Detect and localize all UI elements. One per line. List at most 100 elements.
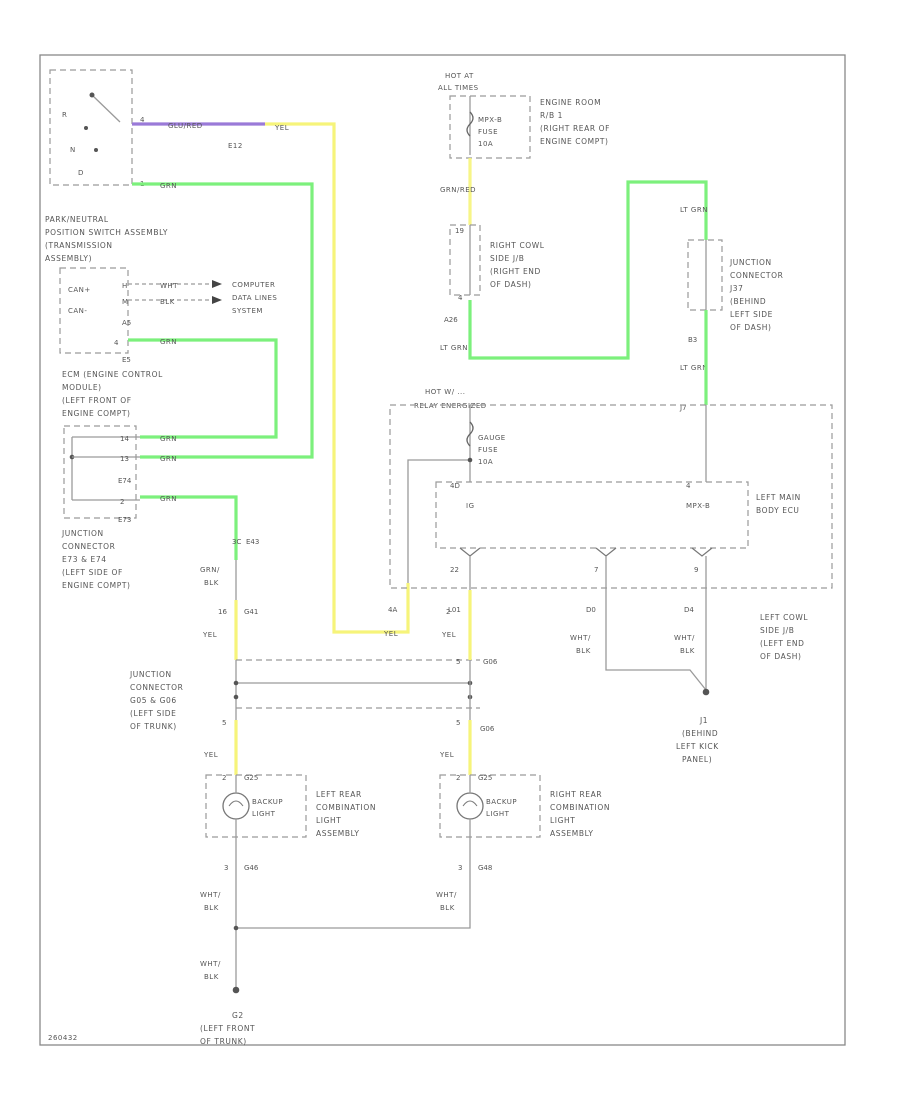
wire-ground-bus bbox=[235, 860, 471, 929]
svg-text:MODULE): MODULE) bbox=[62, 383, 102, 392]
svg-text:COMBINATION: COMBINATION bbox=[316, 803, 376, 812]
rcj-pin: 4 bbox=[458, 294, 463, 302]
fuse-icon bbox=[466, 111, 474, 137]
svg-text:CONNECTOR: CONNECTOR bbox=[130, 683, 183, 692]
svg-text:(LEFT SIDE OF: (LEFT SIDE OF bbox=[62, 568, 123, 577]
fuse-name: 10A bbox=[478, 140, 493, 148]
svg-text:SIDE J/B: SIDE J/B bbox=[760, 626, 795, 635]
wire-label: GRN bbox=[160, 495, 177, 503]
lcj-label: LEFT COWL SIDE J/B (LEFT END OF DASH) bbox=[760, 613, 808, 661]
ecu-ground-symbol bbox=[595, 547, 617, 557]
bulb-icon bbox=[222, 792, 250, 820]
switch-pin-4: 4 bbox=[140, 116, 145, 124]
wire-gray-relay bbox=[407, 459, 470, 583]
ecm-conn: A5 bbox=[122, 319, 131, 327]
ecm-label: ECM (ENGINE CONTROL MODULE) (LEFT FRONT … bbox=[62, 370, 163, 418]
ecu-pin: 4D bbox=[450, 482, 460, 490]
connector-label: L01 bbox=[448, 606, 461, 614]
svg-text:LEFT SIDE: LEFT SIDE bbox=[730, 310, 773, 319]
ecm-conn: E5 bbox=[122, 356, 131, 364]
svg-text:ENGINE COMPT): ENGINE COMPT) bbox=[62, 581, 131, 590]
svg-text:J1: J1 bbox=[699, 716, 708, 725]
left-cowl-jb: GAUGE FUSE 10A 4D 4 bbox=[389, 404, 833, 589]
wire-gray-gnd bbox=[605, 590, 707, 691]
wire-label: YEL bbox=[274, 124, 289, 132]
ground-g2-label: G2 (LEFT FRONT OF TRUNK) bbox=[200, 1011, 255, 1046]
fuse-hot-label: HOT AT ALL TIMES bbox=[438, 72, 478, 92]
ecu-box bbox=[435, 481, 749, 549]
switch-contact-r: R bbox=[62, 111, 67, 119]
lamp-name: BACKUP bbox=[252, 798, 283, 806]
svg-text:LEFT KICK: LEFT KICK bbox=[676, 742, 719, 751]
switch-box bbox=[49, 69, 133, 186]
lamp-conn: G46 bbox=[244, 864, 259, 872]
wire-label: WHT bbox=[160, 282, 178, 290]
wire-label: BLK bbox=[680, 647, 695, 655]
svg-text:ASSEMBLY: ASSEMBLY bbox=[550, 829, 594, 838]
svg-text:LIGHT: LIGHT bbox=[316, 816, 341, 825]
wire-label: LT GRN bbox=[440, 344, 468, 352]
wire-label: GRN bbox=[160, 455, 177, 463]
bulb-filament-icon bbox=[462, 800, 478, 807]
pin-label: 2 bbox=[446, 608, 450, 616]
jc-g-label: JUNCTION CONNECTOR G05 & G06 (LEFT SIDE … bbox=[129, 670, 183, 731]
connector-label: 4A bbox=[388, 606, 397, 614]
switch-contact-n: N bbox=[70, 146, 76, 154]
jc-g-pin: 5 bbox=[456, 658, 460, 666]
lamp-box bbox=[439, 774, 541, 838]
ecu-ig: IG bbox=[466, 502, 475, 510]
wire-label: WHT/ bbox=[200, 891, 221, 899]
diagram-code: 260432 bbox=[48, 1034, 78, 1042]
can-lo-label: CAN- bbox=[68, 307, 87, 315]
wire-label: BLK bbox=[576, 647, 591, 655]
wire-green-rcj bbox=[468, 180, 708, 360]
fuse-box bbox=[449, 95, 531, 159]
ecu-pin: 22 bbox=[450, 566, 459, 574]
svg-text:JUNCTION: JUNCTION bbox=[129, 670, 172, 679]
svg-text:PARK/NEUTRAL: PARK/NEUTRAL bbox=[45, 215, 109, 224]
can-hi-label: CAN+ bbox=[68, 286, 91, 294]
ground-j1-label: J1 (BEHIND LEFT KICK PANEL) bbox=[676, 716, 719, 764]
switch-arm bbox=[91, 94, 121, 123]
computer-label: DATA LINES bbox=[232, 294, 277, 302]
right-cowl-jb: 19 4 bbox=[449, 224, 481, 302]
wire-label: GRN bbox=[160, 182, 177, 190]
computer-label: SYSTEM bbox=[232, 307, 263, 315]
wire-label: LT GRN bbox=[680, 364, 708, 372]
switch-contact-dot bbox=[94, 148, 98, 152]
wire-label: WHT/ bbox=[200, 960, 221, 968]
ecu-mpx: MPX-B bbox=[686, 502, 710, 510]
wire-label: BLK bbox=[204, 904, 219, 912]
junction-dot bbox=[233, 680, 239, 686]
diagram-frame bbox=[39, 54, 846, 1046]
switch-contact-dot bbox=[84, 126, 88, 130]
connector-label: A26 bbox=[444, 316, 458, 324]
fuse-name: MPX-B bbox=[478, 116, 502, 124]
pin-label: 16 bbox=[218, 608, 227, 616]
connector-label: G41 bbox=[244, 608, 258, 616]
wire-label: GRN bbox=[160, 338, 177, 346]
jc-e-conn: E74 bbox=[118, 477, 132, 485]
junction-connector-j bbox=[687, 239, 723, 311]
connector-label: D0 bbox=[586, 606, 596, 614]
svg-text:(RIGHT REAR OF: (RIGHT REAR OF bbox=[540, 124, 610, 133]
svg-text:ENGINE COMPT): ENGINE COMPT) bbox=[62, 409, 131, 418]
connector-label: D4 bbox=[684, 606, 694, 614]
svg-text:(LEFT SIDE: (LEFT SIDE bbox=[130, 709, 176, 718]
svg-text:J37: J37 bbox=[729, 284, 744, 293]
svg-text:CONNECTOR: CONNECTOR bbox=[62, 542, 115, 551]
connector-label: 3C bbox=[232, 538, 241, 546]
wire-label: YEL bbox=[383, 630, 398, 638]
ecu-name: BODY ECU bbox=[756, 506, 800, 515]
rcj-box bbox=[449, 224, 481, 296]
svg-text:G05 & G06: G05 & G06 bbox=[130, 696, 177, 705]
lcj-box bbox=[389, 404, 833, 589]
ecu-pin: 7 bbox=[594, 566, 598, 574]
switch-pivot bbox=[89, 92, 95, 98]
jc-g-conn: G06 bbox=[483, 658, 498, 666]
wire-label: BLK bbox=[440, 904, 455, 912]
junction-connector-g: 5 G06 bbox=[233, 658, 498, 740]
park-neutral-switch: R N D 4 1 bbox=[49, 69, 145, 188]
ground-icon bbox=[232, 986, 240, 994]
jc-e-box bbox=[63, 425, 137, 519]
